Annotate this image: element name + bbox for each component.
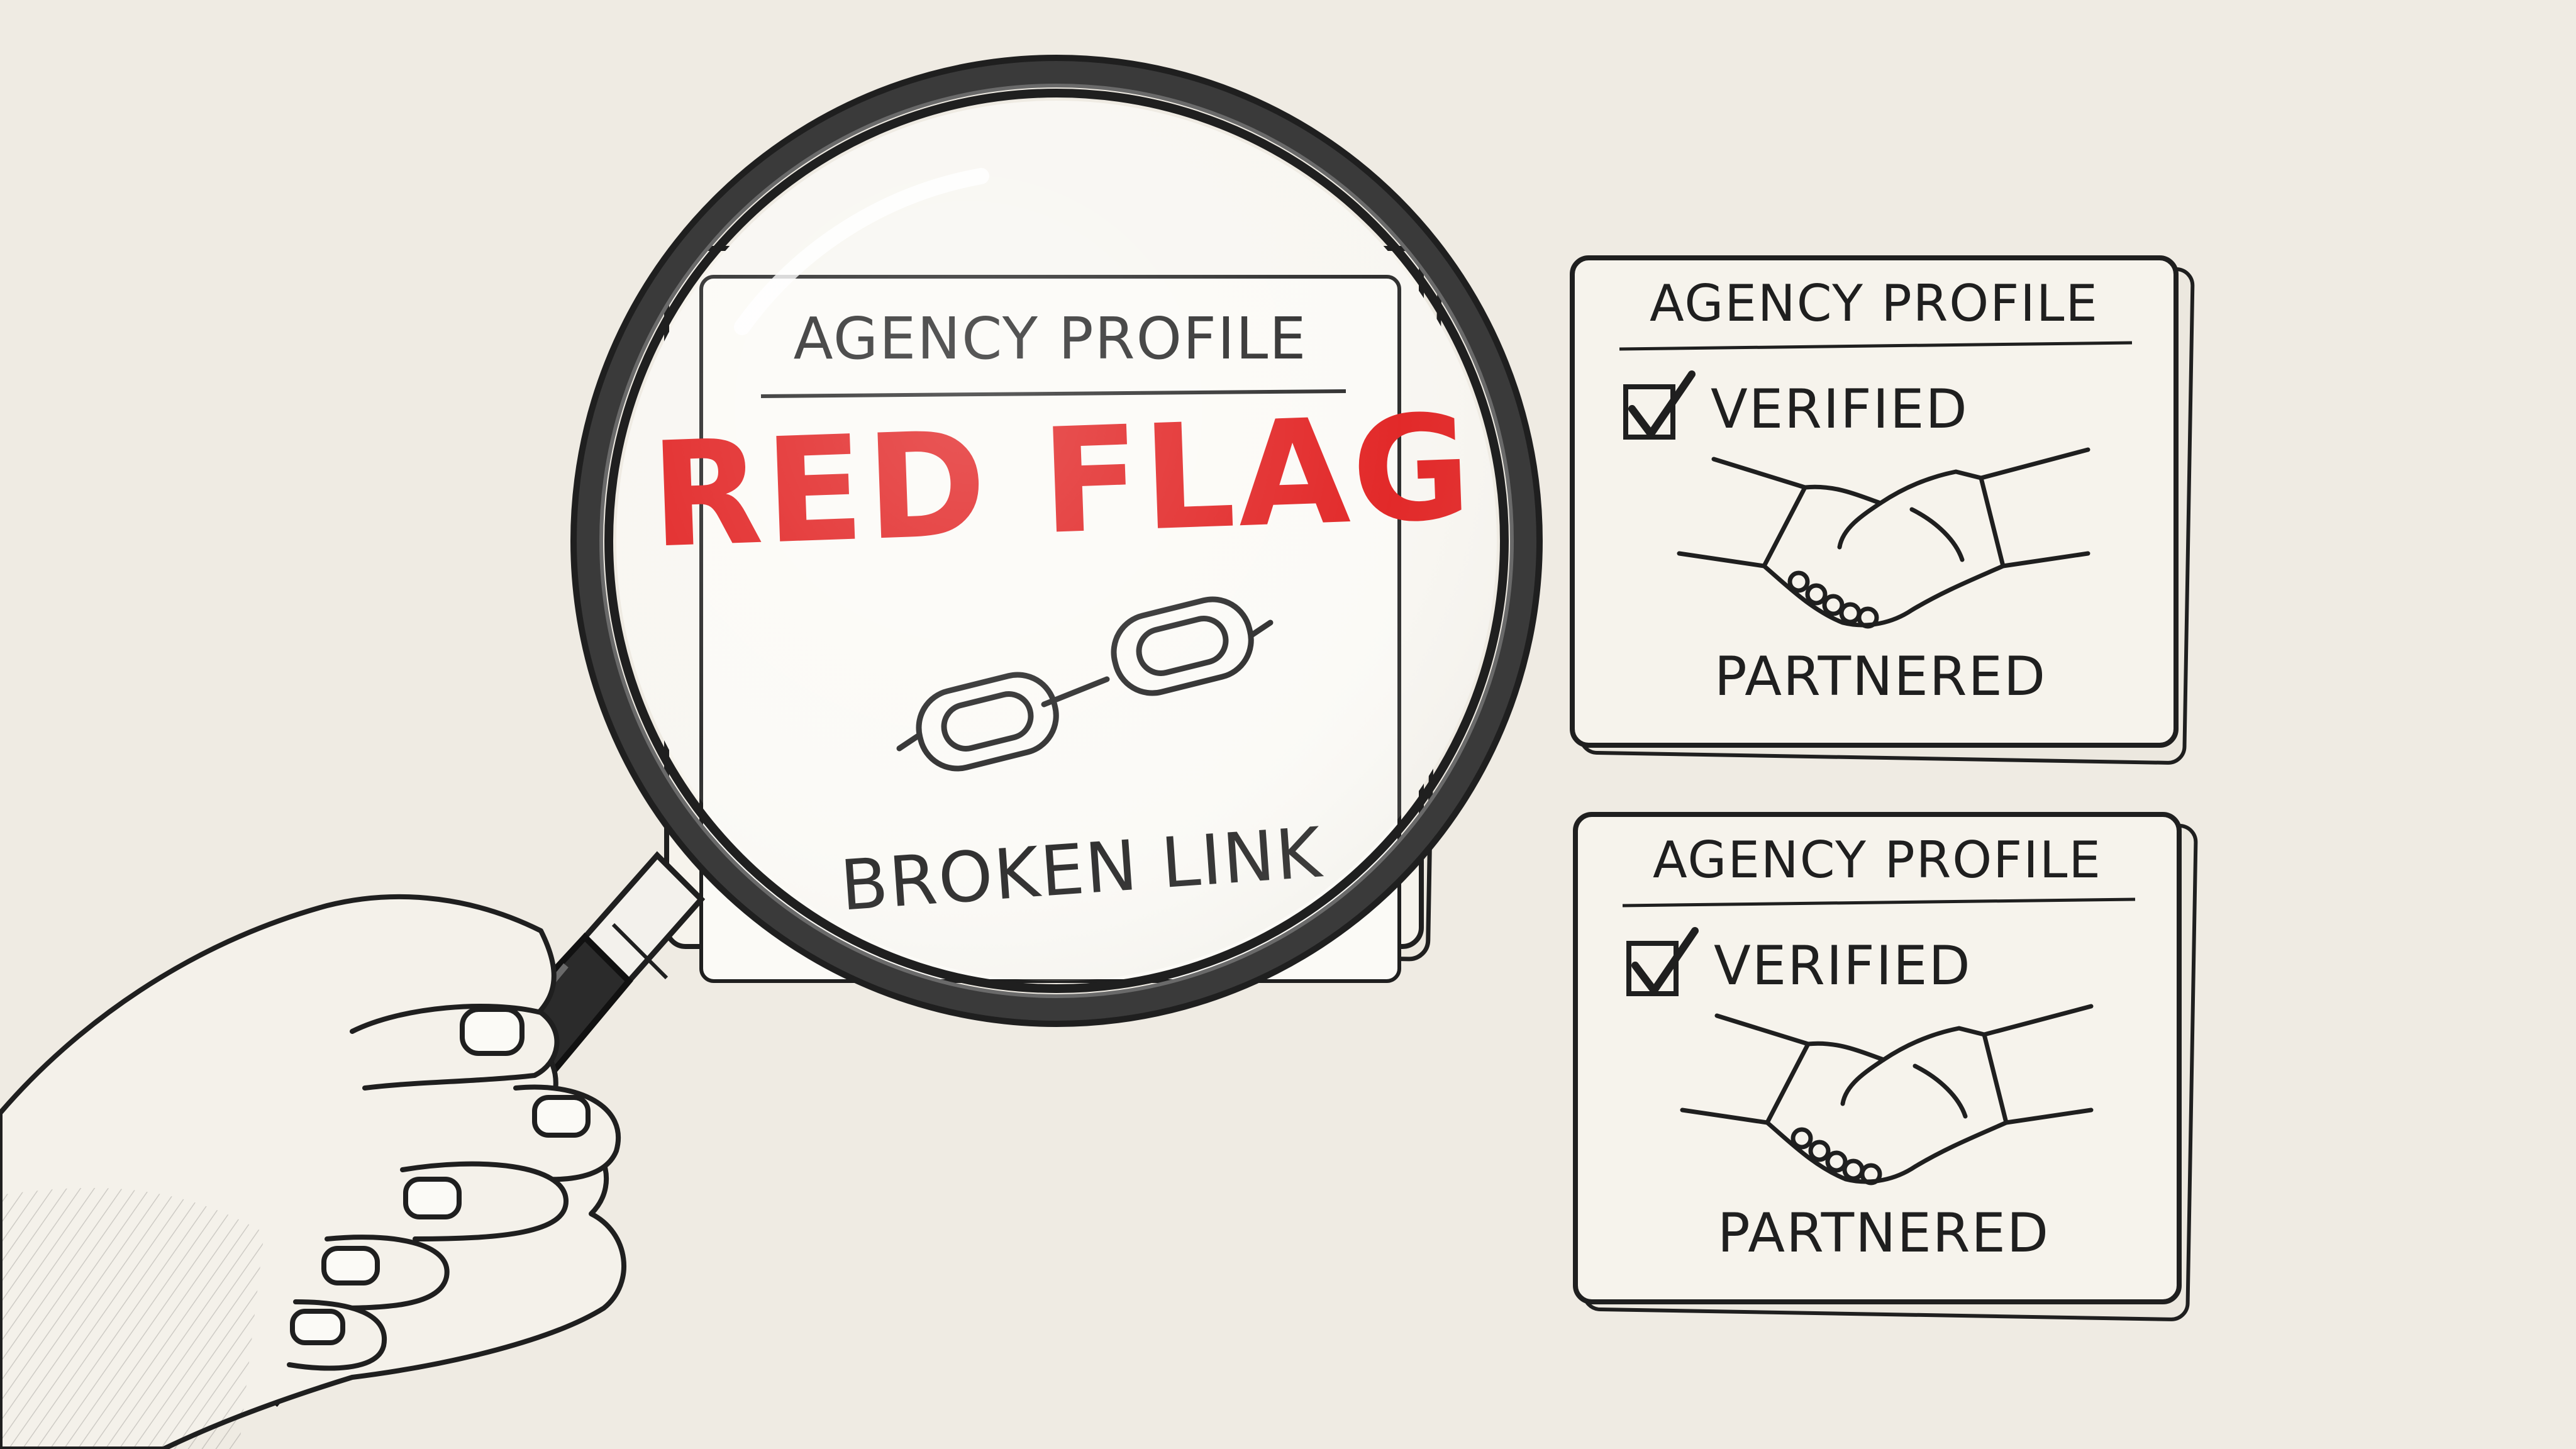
verified-card-2-status: VERIFIED — [1714, 935, 1972, 997]
verified-card-1-status: VERIFIED — [1711, 378, 1968, 441]
handshake-icon — [1680, 1004, 2094, 1185]
holding-hand-icon — [0, 894, 626, 1449]
verified-card-1-caption: PARTNERED — [1714, 645, 2046, 708]
verified-card-2-title: AGENCY PROFILE — [1653, 831, 2102, 889]
verified-card-1-title: AGENCY PROFILE — [1650, 274, 2099, 333]
verified-card-2-caption: PARTNERED — [1718, 1202, 2050, 1265]
handshake-icon — [1677, 447, 2090, 629]
verified-profile-card-1: AGENCY PROFILE VERIFIED PARTNERED — [1570, 255, 2195, 765]
checkbox-checked-icon — [1626, 927, 1699, 996]
verified-profile-card-2: AGENCY PROFILE VERIFIED PARTNERED — [1573, 812, 2198, 1321]
checkbox-checked-icon — [1623, 370, 1696, 440]
